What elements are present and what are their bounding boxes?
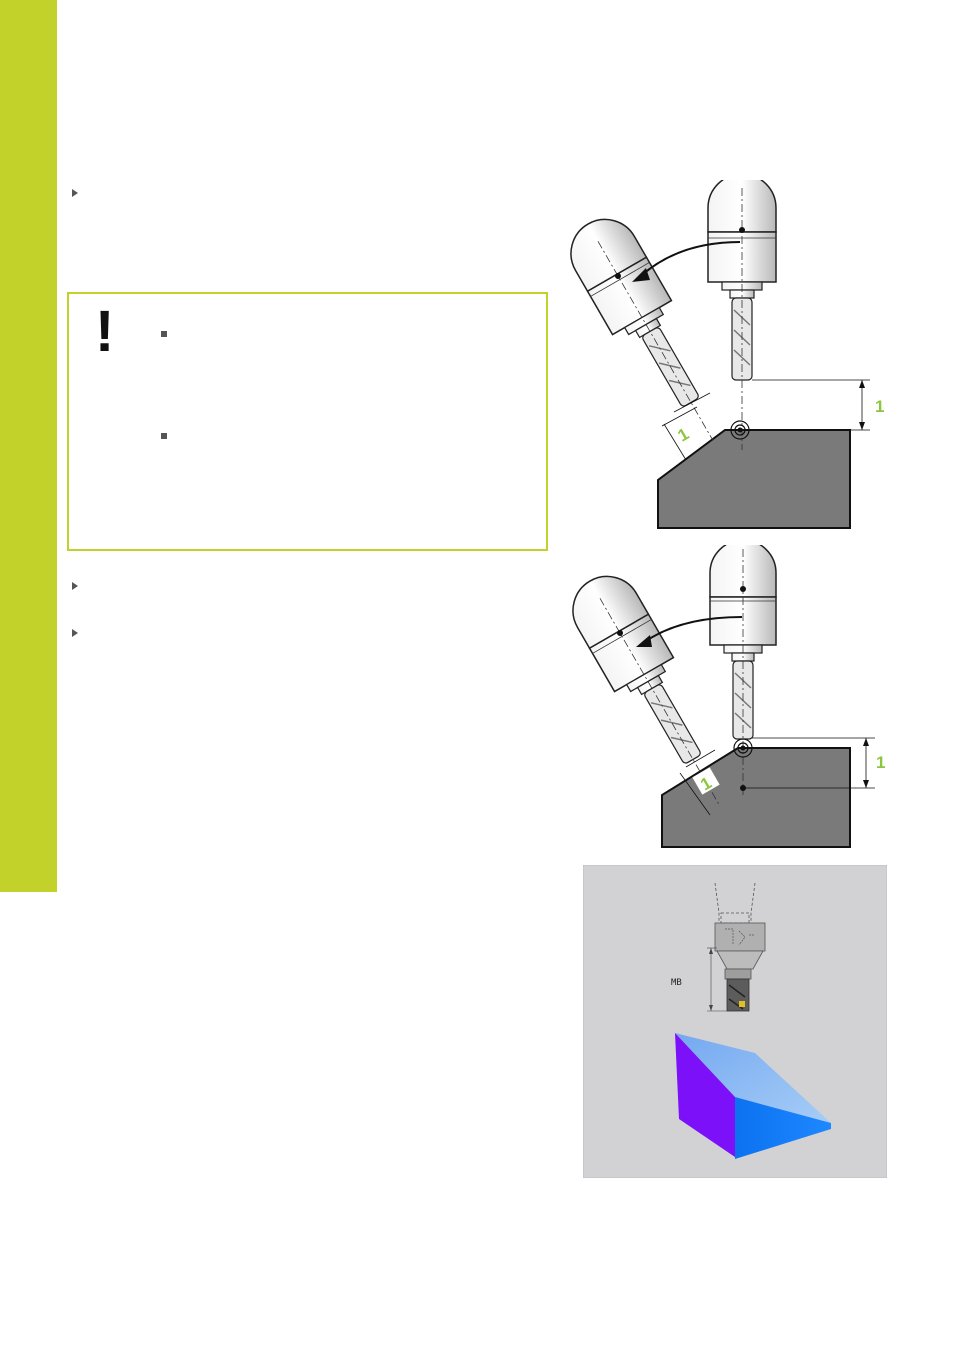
bullet-marker (72, 629, 78, 637)
tilted-tool (570, 218, 714, 441)
dimension-label-vertical: 1 (876, 753, 885, 772)
bullet-marker (72, 582, 78, 590)
workpiece (657, 429, 851, 529)
tool-length-label: MB (671, 978, 682, 988)
figure-tool-workpiece-screen: MB (583, 865, 887, 1178)
bullet-marker (72, 189, 78, 197)
tool-holder (714, 922, 766, 1012)
figure-tilt-probe-top: 1 1 (570, 180, 884, 529)
workpiece-front-face (735, 1097, 831, 1159)
dimension-label-vertical: 1 (875, 397, 884, 416)
exclamation-icon: ! (95, 299, 115, 364)
notice-bullet (161, 433, 167, 439)
vertical-tool (709, 545, 777, 795)
notice-bullet (161, 331, 167, 337)
vertical-tool (707, 180, 777, 450)
chapter-side-bar (0, 0, 57, 892)
workpiece (661, 747, 851, 848)
figure-tilt-probe-bottom: 1 1 (572, 545, 885, 848)
datum-marker (733, 738, 753, 758)
rotation-arrow (641, 241, 741, 276)
workpiece-top-face (675, 1033, 831, 1123)
rotation-arrow (645, 616, 743, 642)
workpiece-left-face (675, 1033, 735, 1157)
datum-marker (730, 420, 750, 440)
tilted-tool (572, 575, 721, 807)
notice-box (67, 292, 548, 551)
dimension-label-diagonal: 1 (675, 424, 693, 445)
